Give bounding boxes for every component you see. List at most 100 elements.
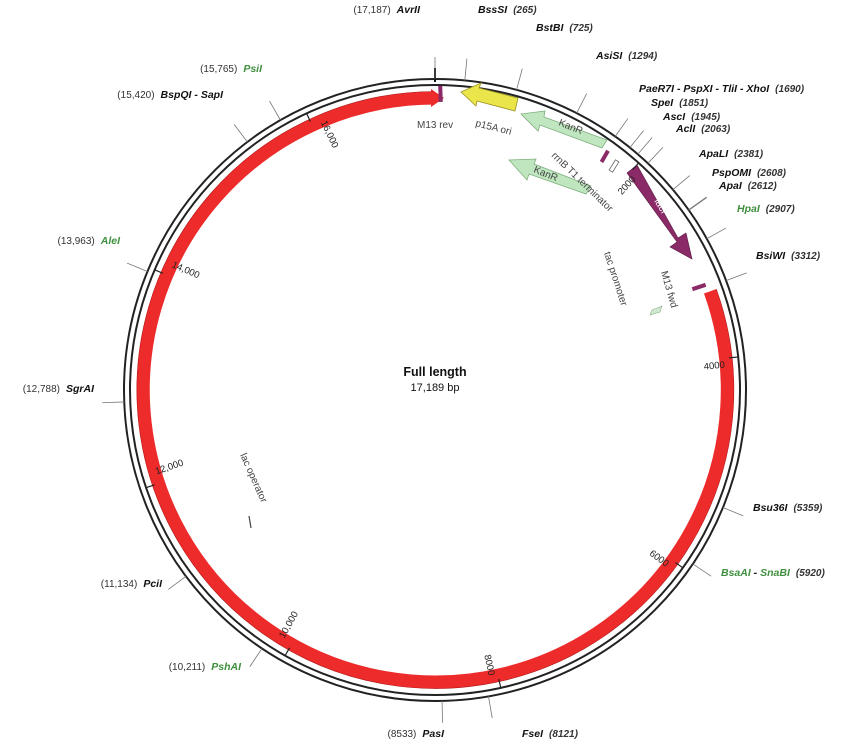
site-acli: AclI(2063) [647,123,731,164]
site-name-asisi: AsiSI(1294) [595,50,658,62]
site-bspqi: (15,420)BspQI - SapI [117,89,248,143]
site-name-pspomi: PspOMI(2608) [712,167,787,179]
site-pos-bsiwi: (3312) [791,251,821,262]
laci-arrow [626,164,693,260]
site-pos-apai: (2612) [748,181,778,192]
site-name-apai: ApaI(2612) [718,180,777,192]
site-pos-asci: (1945) [691,112,721,123]
lac-operator-label: lac operator [237,452,269,505]
lac-operator-marker [248,515,252,529]
site-connector-bsiwi [725,272,747,281]
site-name-paer7i: PaeR7I - PspXI - TliI - XhoI(1690) [639,83,805,95]
site-pos-fsei: (8121) [549,729,579,740]
tick-label-14000: 14,000 [170,260,201,282]
site-avrii: (17,187)AvrII [353,4,436,79]
m13-rev-label: M13 rev [417,120,453,131]
tac-promoter-marker [649,305,663,316]
site-pos-sgrai: (12,788) [23,384,60,395]
tac-promoter-label: tac promoter [601,251,629,308]
site-name-bstbi: BstBI(725) [536,22,593,34]
site-psii: (15,765)PsiI [200,63,281,121]
p15a-ori-arrow [460,82,519,112]
site-name-acli: AclI(2063) [675,123,731,135]
tick-label-8000: 8000 [481,654,496,677]
site-pos-pcii: (11,134) [101,579,138,590]
site-connector-pspomi [688,196,707,211]
site-pspomi: PspOMI(2608) [688,167,787,211]
site-connector-asci [637,137,653,155]
site-name-bsssi: BssSI(265) [478,4,537,16]
tick-8000: 8000 [481,654,502,688]
site-name-pcii: (11,134)PciI [101,578,163,590]
site-connector-pshai [249,648,263,667]
tick-label-16000: 16,000 [318,119,340,150]
site-name-bsu36i: Bsu36I(5359) [753,502,823,514]
site-pos-hpai: (2907) [766,204,796,215]
site-connector-asisi [576,93,588,114]
site-name-bsaai: BsaAI - SnaBI(5920) [721,567,825,579]
site-connector-fsei [488,696,493,719]
site-connector-bsaai [692,563,712,577]
site-connector-bstbi [516,68,523,90]
site-name-sgrai: (12,788)SgrAI [23,383,95,395]
site-name-asci: AscI(1945) [662,111,721,123]
site-connector-paer7i [614,118,629,137]
spei-feature-marker [599,149,610,164]
site-name-apali: ApaLI(2381) [698,148,764,160]
site-pos-pspomi: (2608) [757,168,787,179]
site-name-bsiwi: BsiWI(3312) [756,250,821,262]
target-gene-arc [136,91,734,689]
site-name-pshai: (10,211)PshAI [169,661,242,673]
tick-label-4000: 4000 [703,360,725,373]
site-pos-avrii: (17,187) [353,5,390,16]
m13-rev-marker [438,85,443,103]
site-connector-sgrai [102,401,125,404]
site-apali: ApaLI(2381) [672,148,764,190]
site-pos-pasi: (8533) [387,729,416,740]
site-pos-apali: (2381) [734,149,764,160]
site-bsaai: BsaAI - SnaBI(5920) [692,563,825,579]
site-bstbi: BstBI(725) [516,22,593,90]
site-name-alei: (13,963)AleI [57,235,121,247]
site-connector-apai [688,197,708,211]
site-connector-pcii [168,575,187,590]
site-name-hpai: HpaI(2907) [737,203,795,215]
m13-fwd-marker [691,282,707,292]
site-name-avrii: (17,187)AvrII [353,4,421,16]
site-pos-acli: (2063) [701,124,731,135]
site-pos-bsu36i: (5359) [793,503,823,514]
site-pos-spei: (1851) [679,98,709,109]
target-gene-arrowhead [431,89,444,107]
site-name-bspqi: (15,420)BspQI - SapI [117,89,224,101]
site-sgrai: (12,788)SgrAI [23,383,125,404]
site-pos-psii: (15,765) [200,64,237,75]
site-name-spei: SpeI(1851) [651,97,709,109]
site-connector-spei [629,130,644,148]
backbone-inner-ring [129,84,741,696]
site-connector-apali [672,175,690,190]
target-gene-arc-outline-outer [136,91,735,689]
site-connector-alei [126,262,148,272]
tick-label-10000: 10,000 [277,610,301,641]
site-pasi: (8533)PasI [387,700,445,740]
site-apai: ApaI(2612) [688,180,777,211]
site-pos-alei: (13,963) [57,236,94,247]
site-name-pasi: (8533)PasI [387,728,445,740]
site-pos-bsaai: (5920) [796,568,826,579]
site-bsiwi: BsiWI(3312) [725,250,821,281]
plasmid-length: 17,189 bp [411,382,460,394]
site-connector-bsssi [464,58,468,81]
site-pos-asisi: (1294) [628,51,658,62]
site-pshai: (10,211)PshAI [169,648,263,673]
site-pos-pshai: (10,211) [169,662,206,673]
site-pos-bspqi: (15,420) [117,90,154,101]
site-hpai: HpaI(2907) [706,203,795,240]
p15a-ori-label: p15A ori [474,118,512,138]
site-connector-acli [647,146,664,164]
site-connector-hpai [706,227,727,240]
site-connector-bsu36i [722,507,744,517]
tick-4000: 4000 [703,356,739,373]
site-name-psii: (15,765)PsiI [200,63,263,75]
site-pos-paer7i: (1690) [775,84,805,95]
